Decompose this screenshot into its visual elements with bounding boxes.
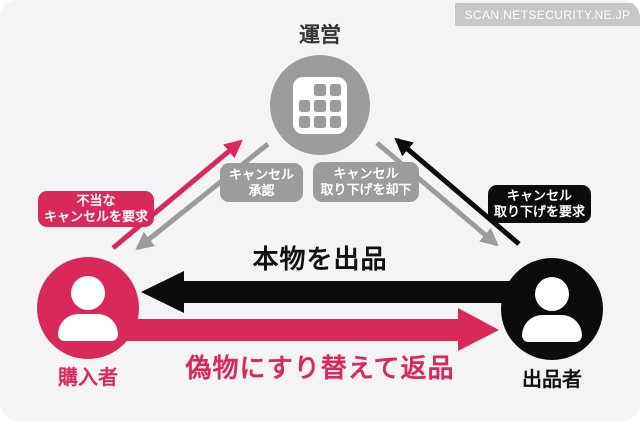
arrow-withdrawal-rejected [375,141,499,247]
node-buyer [37,257,139,359]
watermark: SCAN.NETSECURITY.NE.JP [455,3,640,26]
building-grid-icon [293,76,347,134]
tag-line: 承認 [248,182,275,198]
tag-withdrawal-rejected: キャンセル 取り下げを却下 [313,162,419,202]
tag-line: キャンセル [333,166,399,181]
node-seller [501,258,603,360]
tag-unjust-cancel: 不当な キャンセルを要求 [38,191,154,227]
node-operator [270,55,370,155]
tag-withdrawal-requested: キャンセル 取り下げを要求 [488,185,591,223]
operator-node-label: 運営 [299,24,341,47]
buyer-node-label: 購入者 [58,367,118,389]
tag-line: 取り下げを却下 [320,182,412,197]
arrow-withdrawal-requested [394,137,521,246]
person-icon [501,258,603,360]
tag-line: キャンセルを要求 [43,209,148,224]
tag-line: 取り下げを要求 [493,204,585,219]
tag-line: キャンセル [506,188,572,203]
arrow-fake-return [95,308,499,351]
arrow-genuine-listing [141,271,545,313]
flow-label-genuine-listing: 本物を出品 [252,244,388,274]
flow-label-fake-return: 偽物にすり替えて返品 [185,353,455,383]
arrow-cancel-approved [135,142,270,251]
tag-cancel-approved: キャンセル 承認 [220,163,303,202]
tag-line: 不当な [76,193,116,208]
arrow-unjust-cancel [111,139,243,250]
person-icon [37,257,139,359]
tag-line: キャンセル [228,166,294,182]
seller-node-label: 出品者 [522,369,582,391]
